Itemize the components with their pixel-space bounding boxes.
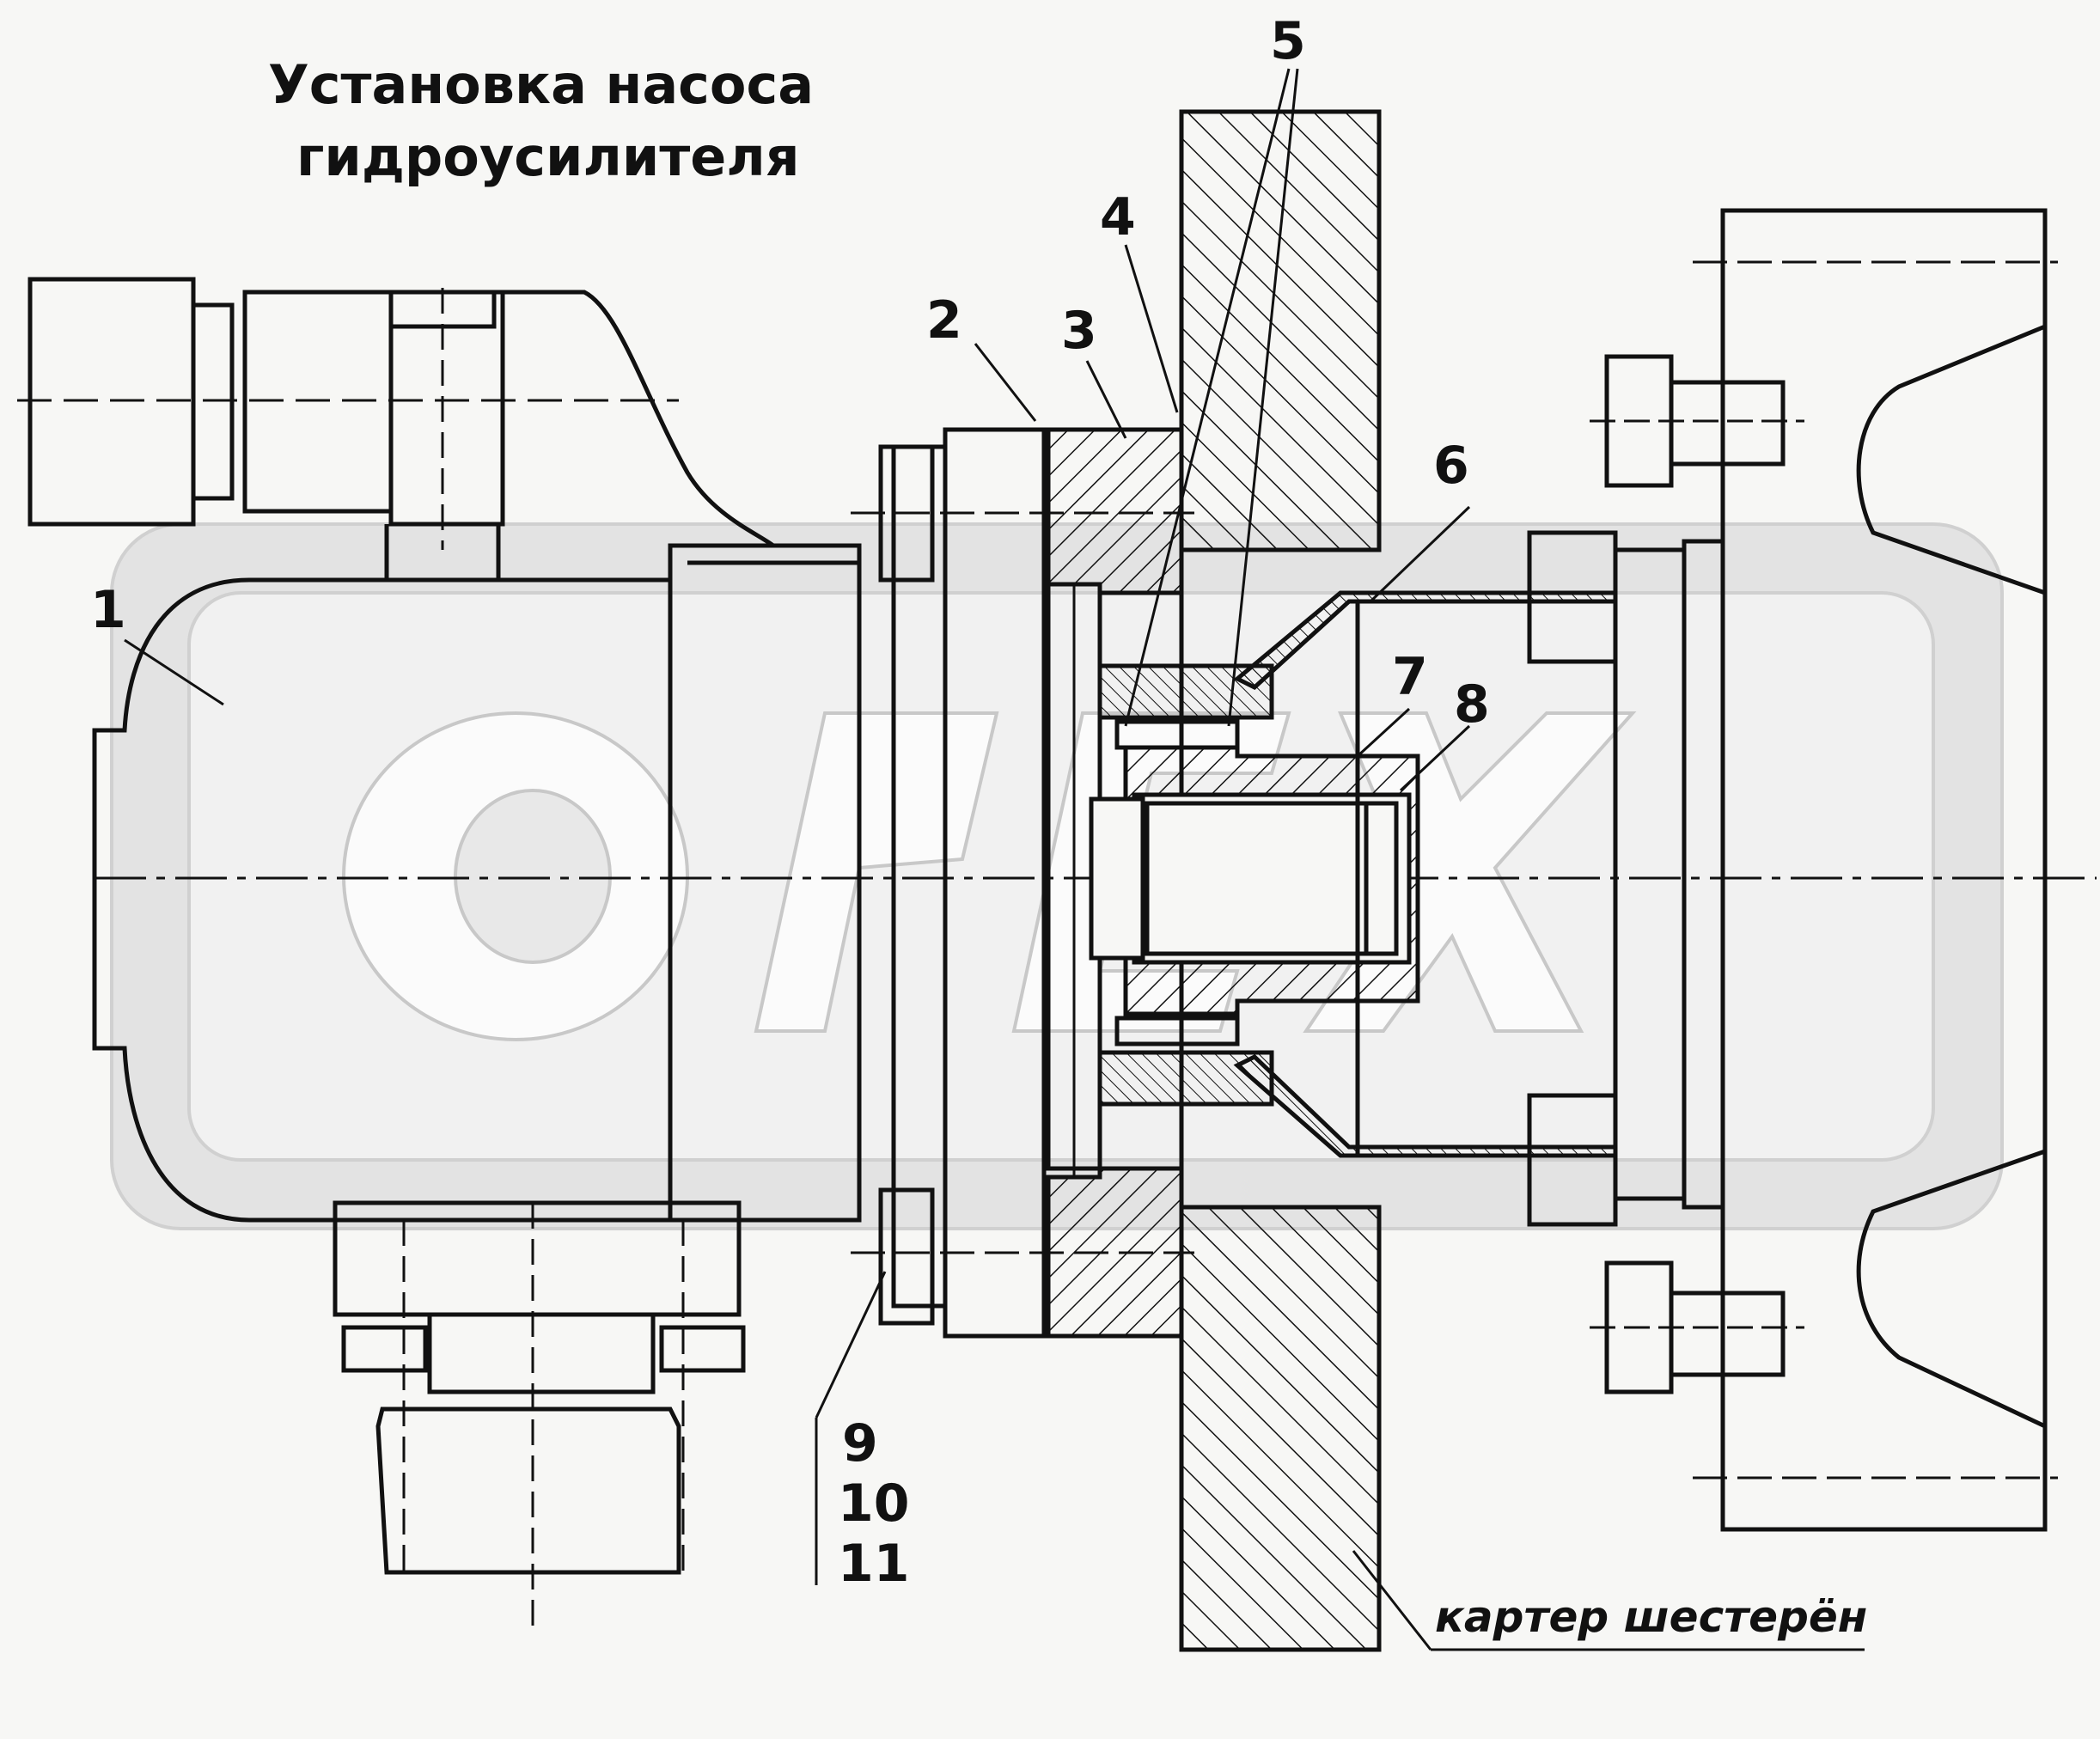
watermark-logo (110, 522, 2004, 1230)
callout-5: 5 (1270, 11, 1306, 71)
drive-gear (1527, 208, 2058, 1532)
outlet-fitting (17, 277, 775, 580)
drawing-title-line-2: гидроусилителя (296, 125, 800, 188)
internal-assembly (1089, 663, 1420, 1107)
callout-1: 1 (90, 580, 126, 640)
callout-9: 9 (842, 1413, 878, 1474)
callout-6: 6 (1433, 436, 1469, 496)
leader-lines (124, 68, 1865, 1651)
gearcase-note: картер шестерён (1435, 1592, 1868, 1642)
callout-7: 7 (1392, 647, 1428, 707)
pump-body (92, 543, 862, 1223)
callout-10: 10 (838, 1474, 910, 1534)
inlet-fitting (333, 1200, 746, 1632)
callout-2: 2 (926, 290, 962, 351)
callout-8: 8 (1454, 674, 1490, 735)
callout-3: 3 (1061, 301, 1097, 361)
callout-11: 11 (838, 1534, 910, 1594)
callout-4: 4 (1100, 187, 1136, 247)
gearcase-wall (1179, 109, 1382, 1652)
drawing-title-line-1: Установка насоса (268, 53, 815, 116)
